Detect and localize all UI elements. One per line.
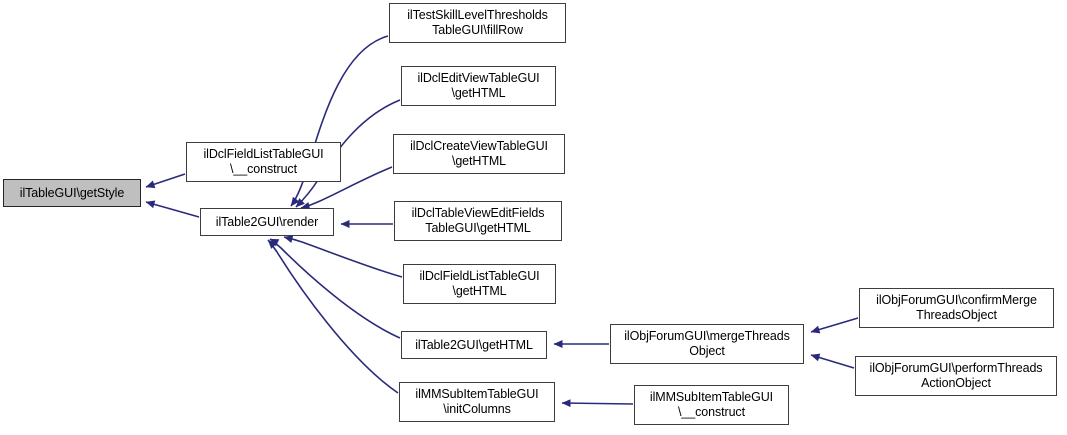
node-label: ilDclFieldListTableGUI \__construct bbox=[203, 147, 324, 176]
node-ilobjforumgui-performthreadsactionobject[interactable]: ilObjForumGUI\performThreads ActionObjec… bbox=[855, 356, 1057, 396]
node-ildcltablevieweditfieldstablegui-gethtml[interactable]: ilDclTableViewEditFields TableGUI\getHTM… bbox=[394, 201, 562, 241]
node-label: ilMMSubItemTableGUI \initColumns bbox=[415, 387, 539, 416]
node-label: ilDclFieldListTableGUI \getHTML bbox=[419, 269, 540, 298]
node-label: ilTable2GUI\render bbox=[215, 214, 319, 229]
node-label: ilObjForumGUI\performThreads ActionObjec… bbox=[869, 361, 1043, 390]
node-ilmmsubitemtablegui-initcolumns[interactable]: ilMMSubItemTableGUI \initColumns bbox=[399, 382, 555, 422]
node-label: ilObjForumGUI\confirmMerge ThreadsObject bbox=[876, 293, 1037, 322]
node-label: ilDclTableViewEditFields TableGUI\getHTM… bbox=[411, 206, 545, 235]
node-iltablegui-getstyle[interactable]: ilTableGUI\getStyle bbox=[3, 179, 141, 207]
edge-fieldlist-construct-to-getstyle bbox=[145, 173, 186, 189]
edge-table2gui-gethtml-to-render bbox=[269, 238, 401, 339]
edge-render-to-getstyle bbox=[145, 200, 200, 218]
edge-initcolumns-to-render bbox=[267, 239, 399, 394]
node-label: ilMMSubItemTableGUI \__construct bbox=[649, 390, 774, 419]
node-iltable2gui-gethtml[interactable]: ilTable2GUI\getHTML bbox=[401, 331, 547, 359]
node-ilobjforumgui-confirmmergethreadsobject[interactable]: ilObjForumGUI\confirmMerge ThreadsObject bbox=[859, 288, 1054, 328]
node-iltestskilllevelthresholdstablegui-fillrow[interactable]: ilTestSkillLevelThresholds TableGUI\fill… bbox=[389, 3, 566, 43]
node-label: ilTable2GUI\getHTML bbox=[415, 337, 533, 352]
edge-fieldlist-gethtml-to-render bbox=[283, 235, 403, 278]
node-label: ilObjForumGUI\mergeThreads Object bbox=[624, 329, 790, 358]
node-ildclfieldlisttablegui-construct[interactable]: ilDclFieldListTableGUI \__construct bbox=[186, 142, 341, 182]
edge-performthreads-to-mergethreads bbox=[810, 353, 855, 369]
node-ildclcreateviewtablegui-gethtml[interactable]: ilDclCreateViewTableGUI \getHTML bbox=[393, 134, 565, 174]
node-label: ilTestSkillLevelThresholds TableGUI\fill… bbox=[407, 8, 548, 37]
node-label: ilTableGUI\getStyle bbox=[19, 185, 125, 200]
node-ilmmsubitemtablegui-construct[interactable]: ilMMSubItemTableGUI \__construct bbox=[634, 385, 789, 425]
edge-confirmmerge-to-mergethreads bbox=[810, 317, 859, 334]
node-label: ilDclEditViewTableGUI \getHTML bbox=[417, 71, 540, 100]
node-ildclfieldlisttablegui-gethtml[interactable]: ilDclFieldListTableGUI \getHTML bbox=[403, 264, 556, 304]
node-label: ilDclCreateViewTableGUI \getHTML bbox=[410, 139, 548, 168]
node-ildcleditviewtablegui-gethtml[interactable]: ilDclEditViewTableGUI \getHTML bbox=[401, 66, 556, 106]
node-ilobjforumgui-mergethreadsobject[interactable]: ilObjForumGUI\mergeThreads Object bbox=[610, 324, 804, 364]
node-iltable2gui-render[interactable]: ilTable2GUI\render bbox=[200, 208, 334, 236]
edge-subitem-construct-to-initcolumns bbox=[561, 399, 634, 408]
